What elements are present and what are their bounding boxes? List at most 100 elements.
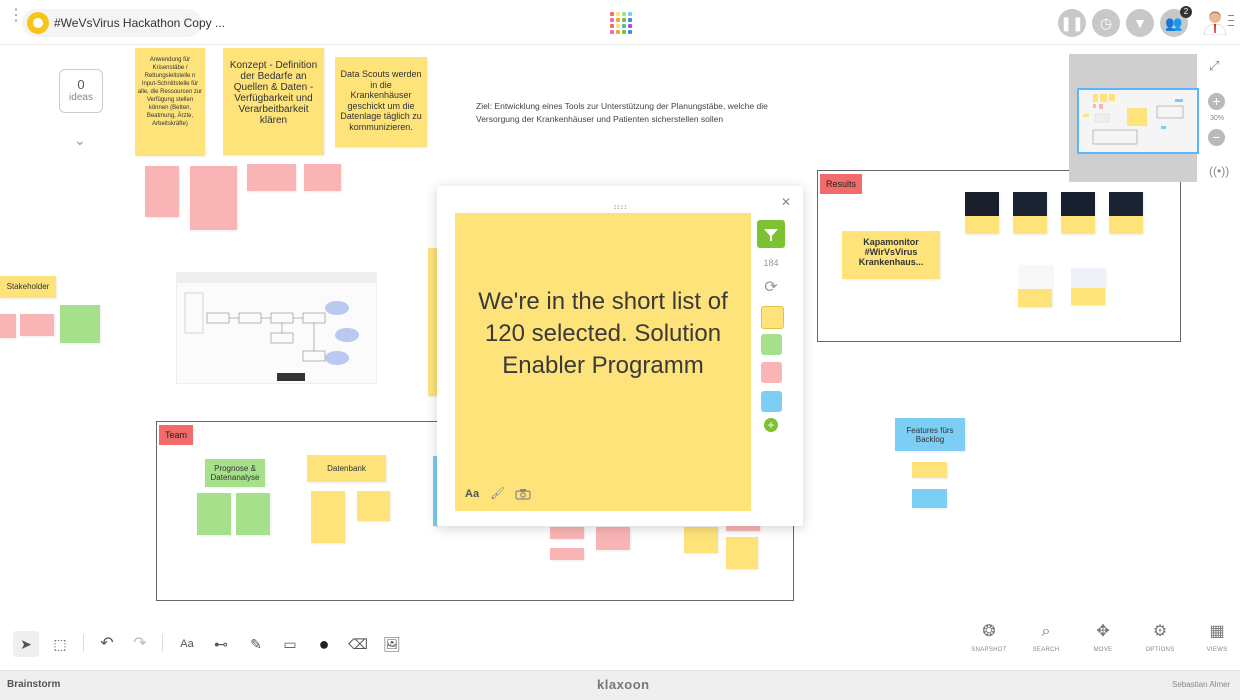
- sticky-note[interactable]: [433, 456, 439, 526]
- select-tool[interactable]: ➤: [13, 631, 39, 657]
- sticky-note-datenbank[interactable]: Datenbank: [307, 455, 386, 482]
- brush-icon[interactable]: 🖌: [490, 486, 506, 500]
- move-button[interactable]: ✥ MOVE: [1083, 622, 1123, 653]
- timer-button[interactable]: ◷: [1092, 9, 1120, 37]
- app-logo-icon: [610, 12, 632, 34]
- color-swatch-yellow[interactable]: [761, 306, 784, 329]
- broadcast-icon[interactable]: ((•)): [1209, 164, 1230, 178]
- session-title-pill[interactable]: [22, 9, 202, 37]
- font-format-button[interactable]: Aa: [465, 488, 480, 500]
- sticky-note-anwendung[interactable]: Anwendung für Krisenstäbe / Rettungsleit…: [135, 48, 205, 156]
- session-title[interactable]: #WeVsVirus Hackathon Copy ...: [54, 16, 225, 30]
- snapshot-button[interactable]: ❂ SNAPSHOT: [969, 622, 1009, 653]
- views-label: VIEWS: [1206, 647, 1228, 653]
- character-count: 184: [763, 258, 779, 268]
- pause-button[interactable]: ❚❚: [1058, 9, 1086, 37]
- sticky-note[interactable]: [912, 489, 947, 508]
- send-button[interactable]: [757, 220, 785, 248]
- sticky-note[interactable]: [145, 166, 179, 217]
- footer-bar: [0, 670, 1240, 700]
- zoom-out-button[interactable]: −: [1208, 129, 1225, 146]
- user-menu-icon[interactable]: [1228, 15, 1234, 27]
- shape-tool-icon[interactable]: ▭: [283, 636, 297, 652]
- sticky-note[interactable]: [428, 248, 438, 396]
- options-icon: ⚙: [1152, 623, 1168, 640]
- zoom-in-button[interactable]: +: [1208, 93, 1225, 110]
- sticky-note-kapamonitor[interactable]: Kapamonitor #WirVsVirus Krankenhaus...: [842, 231, 940, 279]
- sticky-note-konzept[interactable]: Konzept - Definition der Bedarfe an Quel…: [223, 48, 324, 155]
- result-card[interactable]: [1071, 268, 1105, 305]
- team-frame-label: Team: [159, 425, 194, 445]
- sticky-note[interactable]: [0, 314, 16, 338]
- result-card[interactable]: [1018, 265, 1052, 307]
- refresh-icon[interactable]: ⟳: [764, 279, 778, 296]
- color-swatch-pink[interactable]: [761, 362, 782, 383]
- eraser-icon[interactable]: ⌫: [348, 636, 368, 652]
- redo-icon[interactable]: ↷: [133, 635, 147, 652]
- color-picker-icon[interactable]: ●: [318, 634, 330, 654]
- filter-button[interactable]: ▼: [1126, 9, 1154, 37]
- zoom-level: 30%: [1209, 115, 1224, 122]
- area-select-tool[interactable]: ⬚: [53, 636, 67, 652]
- results-frame[interactable]: [817, 170, 1181, 342]
- user-name: Sebastian Almer: [1172, 680, 1231, 689]
- fullscreen-icon[interactable]: ⤢: [1209, 58, 1220, 73]
- move-label: MOVE: [1093, 647, 1113, 653]
- ideas-counter[interactable]: 0 ideas: [59, 69, 103, 113]
- sticky-note[interactable]: [197, 493, 231, 535]
- sticky-note-datascouts[interactable]: Data Scouts werden in die Krankenhäuser …: [335, 57, 427, 147]
- add-color-button[interactable]: +: [764, 418, 778, 432]
- chevron-down-icon[interactable]: ⌄: [74, 132, 86, 148]
- result-card[interactable]: [1013, 192, 1047, 234]
- snapshot-icon: ❂: [982, 623, 996, 640]
- sticky-note[interactable]: [684, 527, 718, 553]
- image-tool-icon[interactable]: 🖼: [383, 636, 401, 652]
- sticky-note[interactable]: [247, 164, 296, 191]
- sticky-note[interactable]: [236, 493, 270, 535]
- result-card[interactable]: [1061, 192, 1095, 234]
- sticky-note[interactable]: [726, 523, 760, 531]
- undo-icon[interactable]: ↶: [100, 635, 114, 652]
- process-diagram-image[interactable]: [176, 272, 377, 384]
- sticky-note[interactable]: [190, 166, 237, 230]
- sticky-note[interactable]: [20, 314, 54, 336]
- camera-icon[interactable]: [515, 487, 531, 500]
- search-button[interactable]: ⌕ SEARCH: [1026, 622, 1066, 653]
- sticky-note[interactable]: [596, 527, 630, 550]
- drag-handle-icon[interactable]: [614, 196, 628, 210]
- move-icon: ✥: [1096, 623, 1110, 640]
- sticky-note-features[interactable]: Features fürs Backlog: [895, 418, 965, 451]
- sticky-note[interactable]: [304, 164, 341, 191]
- kebab-menu-icon[interactable]: ⋮: [8, 7, 24, 24]
- sticky-note[interactable]: [357, 491, 390, 521]
- toolbar-divider: [83, 634, 84, 652]
- ideas-count: 0: [77, 77, 85, 92]
- connector-tool-icon[interactable]: ⊷: [214, 636, 228, 652]
- options-button[interactable]: ⚙ OPTIONS: [1140, 622, 1180, 653]
- result-card[interactable]: [965, 192, 999, 234]
- pen-tool-icon[interactable]: ✎: [250, 636, 262, 652]
- sticky-note[interactable]: [726, 537, 758, 569]
- goal-text[interactable]: Ziel: Entwicklung eines Tools zur Unters…: [476, 101, 768, 124]
- sticky-note[interactable]: [912, 462, 947, 478]
- color-swatch-green[interactable]: [761, 334, 782, 355]
- sticky-note-stakeholder[interactable]: Stakeholder: [0, 276, 56, 298]
- idea-note-text[interactable]: We're in the short list of 120 selected.…: [478, 288, 728, 379]
- avatar[interactable]: [1203, 9, 1227, 36]
- color-swatch-blue[interactable]: [761, 391, 782, 412]
- idea-note-editor[interactable]: [455, 213, 751, 511]
- minimap-viewport[interactable]: [1077, 88, 1199, 154]
- results-frame-label: Results: [820, 174, 863, 194]
- sticky-note[interactable]: [60, 305, 100, 343]
- sticky-note[interactable]: [550, 527, 584, 539]
- result-card[interactable]: [1109, 192, 1143, 234]
- close-icon[interactable]: ✕: [781, 195, 792, 209]
- views-button[interactable]: ▦ VIEWS: [1197, 622, 1237, 653]
- sticky-note[interactable]: [311, 491, 345, 543]
- session-icon: [27, 12, 49, 34]
- toolbar-divider: [162, 634, 163, 652]
- text-tool[interactable]: Aa: [180, 638, 194, 650]
- sticky-note-prognose[interactable]: Prognose & Datenanalyse: [205, 459, 265, 487]
- sticky-note[interactable]: [550, 548, 584, 560]
- ideas-label: ideas: [69, 92, 93, 103]
